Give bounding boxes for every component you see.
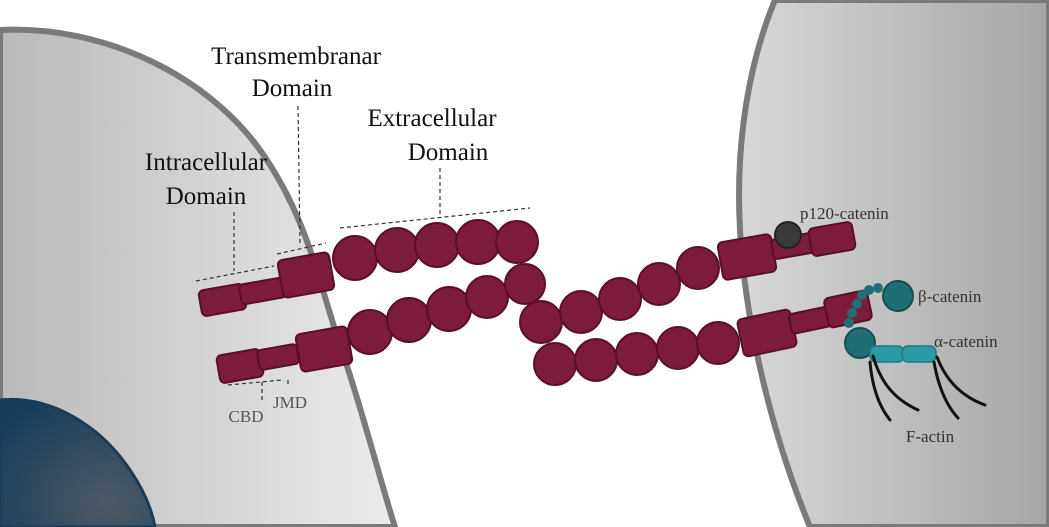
extracellular-label: Extracellular [367, 105, 497, 132]
extracellular-label-2: Domain [408, 139, 489, 166]
p120-catenin-label: p120-catenin [800, 204, 889, 223]
jmd-label: JMD [273, 393, 307, 412]
right-cell [739, 0, 1049, 527]
intracellular-label-2: Domain [166, 183, 247, 210]
beta-catenin-icon [883, 281, 913, 311]
alpha-catenin-label: α-catenin [934, 332, 998, 351]
intracellular-label: Intracellular [145, 149, 268, 176]
beta-catenin-label: β-catenin [918, 287, 982, 306]
cbd-label: CBD [229, 407, 264, 426]
p120-catenin-icon [775, 222, 801, 248]
f-actin-label: F-actin [906, 427, 955, 446]
transmembrane-label-2: Domain [252, 75, 333, 102]
transmembrane-label: Transmembranar [211, 43, 382, 70]
